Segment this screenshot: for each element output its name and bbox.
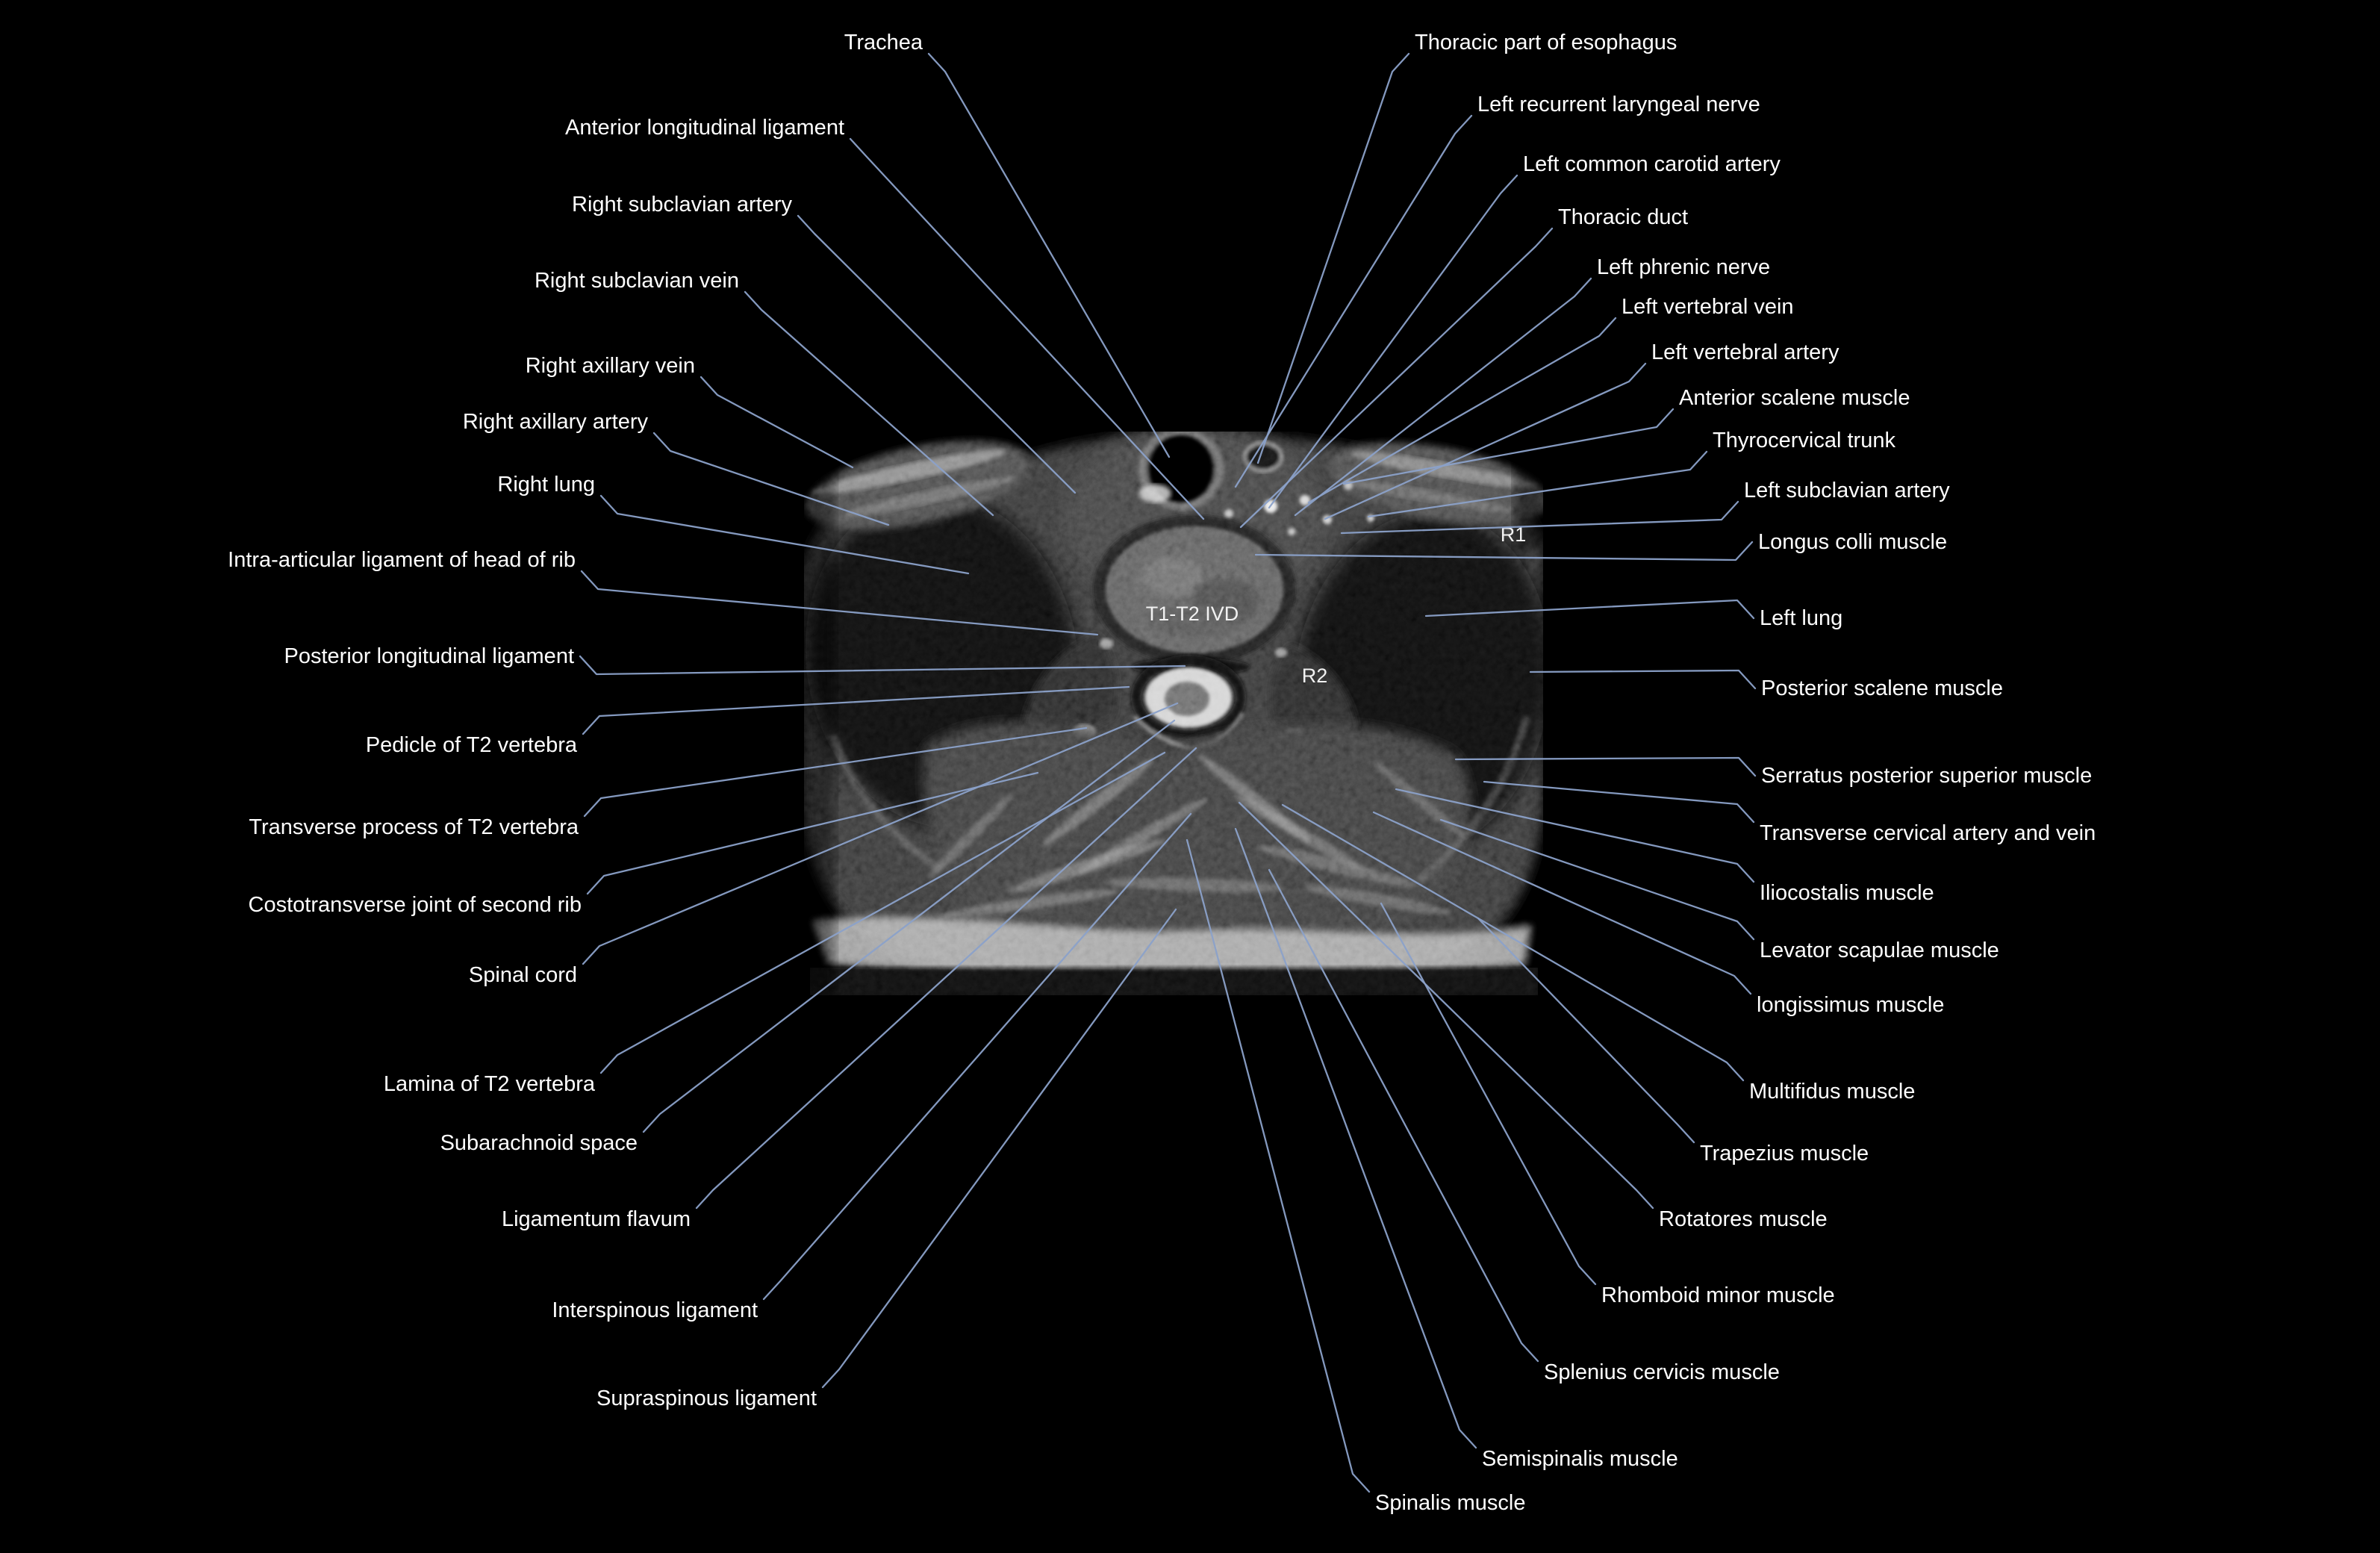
mri-annotation-r1: R1 xyxy=(1501,523,1527,546)
anatomy-label: Thyrocervical trunk xyxy=(1713,429,1895,452)
leader-line xyxy=(927,52,1171,458)
anatomy-label: Costotransverse joint of second rib xyxy=(248,893,582,917)
leader-line xyxy=(1256,52,1410,464)
anatomy-label: Right lung xyxy=(497,473,595,497)
anatomy-label: Splenius cervicis muscle xyxy=(1544,1360,1780,1384)
anatomy-label: Right subclavian artery xyxy=(572,193,792,217)
anatomy-label: Left recurrent laryngeal nerve xyxy=(1477,93,1760,116)
anatomy-label: Serratus posterior superior muscle xyxy=(1761,764,2093,788)
anatomy-label: Longus colli muscle xyxy=(1758,530,1948,554)
anatomy-label: Left vertebral artery xyxy=(1651,340,1839,364)
anatomy-label: Spinalis muscle xyxy=(1375,1491,1526,1515)
anatomy-label: Anterior longitudinal ligament xyxy=(565,116,844,140)
anatomy-label: Left common carotid artery xyxy=(1523,152,1781,176)
anatomy-label: Lamina of T2 vertebra xyxy=(383,1072,595,1096)
anatomy-label: Spinal cord xyxy=(468,963,577,987)
anatomy-label: Interspinous ligament xyxy=(552,1298,758,1322)
anatomy-label: Intra-articular ligament of head of rib xyxy=(228,548,576,572)
mri-svg: T1-T2 IVD R1 R2 xyxy=(804,432,1543,995)
anatomy-label: Semispinalis muscle xyxy=(1482,1447,1678,1471)
anatomy-label: Posterior longitudinal ligament xyxy=(284,644,575,668)
anatomy-label: Pedicle of T2 vertebra xyxy=(365,733,577,757)
anatomy-label: Anterior scalene muscle xyxy=(1679,386,1910,410)
mri-annotation-r2: R2 xyxy=(1302,665,1328,687)
anatomy-label: Subarachnoid space xyxy=(440,1131,638,1155)
anatomy-label: Trachea xyxy=(844,31,923,55)
anatomy-label: Iliocostalis muscle xyxy=(1760,881,1934,905)
anatomy-label: Left phrenic nerve xyxy=(1597,255,1771,279)
anatomy-label: Left vertebral vein xyxy=(1622,295,1794,319)
anatomy-label: Trapezius muscle xyxy=(1700,1142,1869,1165)
anatomy-label: Right axillary vein xyxy=(525,354,695,378)
anatomy-label: Left lung xyxy=(1760,606,1843,630)
anatomy-label: Multifidus muscle xyxy=(1749,1080,1916,1104)
anatomy-label: Right axillary artery xyxy=(462,410,648,434)
anatomy-label: longissimus muscle xyxy=(1757,993,1945,1017)
anatomy-label: Transverse process of T2 vertebra xyxy=(249,815,579,839)
anatomy-label: Right subclavian vein xyxy=(534,269,739,293)
anatomy-label: Rotatores muscle xyxy=(1659,1207,1828,1231)
mri-image: T1-T2 IVD R1 R2 xyxy=(804,432,1543,995)
anatomy-label: Rhomboid minor muscle xyxy=(1601,1283,1835,1307)
mri-annotation-ivd: T1-T2 IVD xyxy=(1146,603,1239,625)
anatomy-label: Left subclavian artery xyxy=(1744,479,1950,502)
anatomy-label: Levator scapulae muscle xyxy=(1760,939,1999,962)
anatomy-label: Thoracic part of esophagus xyxy=(1415,31,1677,55)
anatomy-label: Supraspinous ligament xyxy=(596,1387,817,1410)
anatomy-label: Thoracic duct xyxy=(1558,205,1689,229)
anatomy-label: Transverse cervical artery and vein xyxy=(1760,821,2096,845)
leader-line xyxy=(1529,669,1757,690)
anatomy-label: Ligamentum flavum xyxy=(501,1207,691,1231)
anatomy-label: Posterior scalene muscle xyxy=(1761,676,2003,700)
